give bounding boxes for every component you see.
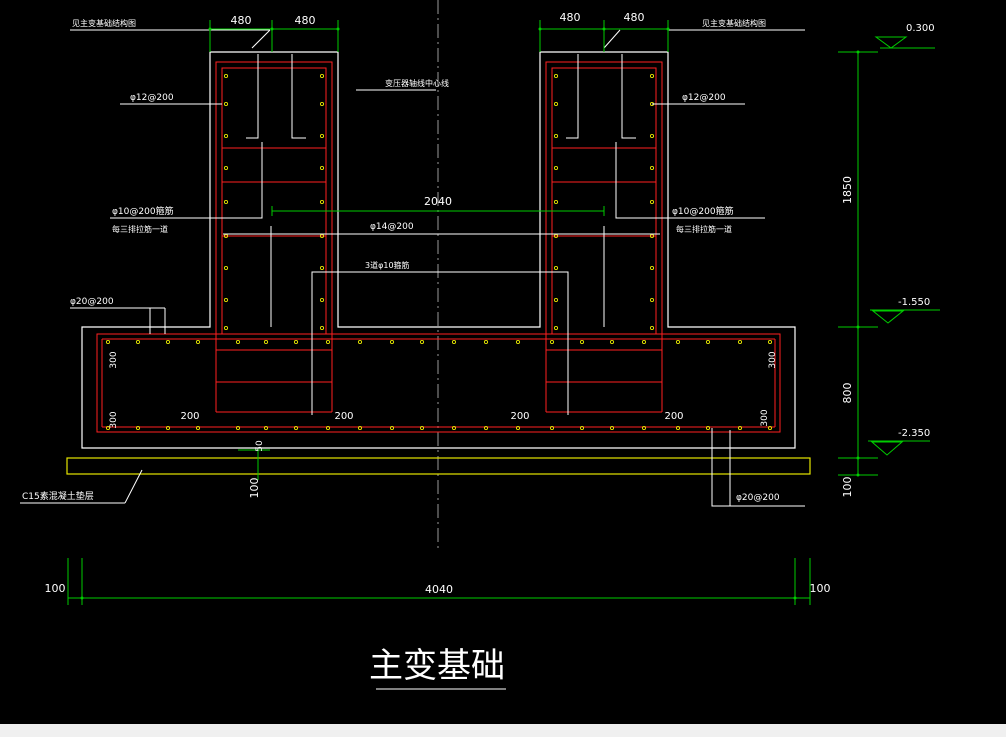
elevation-bottom: -2.350 [898, 428, 930, 439]
bedding-layer [66, 457, 811, 475]
dim-height-lower: 800 [841, 383, 854, 404]
dimension-texts: 480 480 480 480 2040 4040 100 100 1850 8… [45, 11, 855, 596]
dim-height-bed: 100 [841, 477, 854, 498]
reinforcement-red [96, 61, 781, 433]
dimension-lines [67, 20, 940, 605]
dim-top-left-1: 480 [231, 14, 252, 27]
cover-left-1: 300 [109, 351, 119, 368]
rebar-right-base: φ20@200 [736, 493, 780, 503]
dim-total: 4040 [425, 583, 453, 596]
dim-top-right-2: 480 [624, 11, 645, 24]
annotation-labels: 见主变基础结构图 见主变基础结构图 变压器轴线中心线 φ12@200 φ12@2… [22, 18, 780, 503]
dim-edge-left: 100 [45, 582, 66, 595]
dim-mid: 2040 [424, 195, 452, 208]
dim-200-a: 200 [180, 411, 199, 422]
dim-bed-thickness: 100 [248, 478, 261, 499]
rebar-dots [105, 73, 773, 431]
rebar-three: 3道φ10箍筋 [365, 260, 410, 270]
drawing-title: 主变基础 [369, 646, 505, 686]
leader-lines [20, 29, 805, 690]
elevation-texts: 0.300 -1.550 -2.350 [898, 23, 935, 439]
foundation-outline [81, 51, 796, 449]
rebar-left-base: φ20@200 [70, 297, 114, 307]
cover-right-2: 300 [760, 409, 770, 426]
cover-left-2: 300 [109, 411, 119, 428]
rebar-left-top: φ12@200 [130, 93, 174, 103]
tie-right: 每三排拉筋一道 [676, 224, 732, 234]
dim-200-c: 200 [510, 411, 529, 422]
dim-200-d: 200 [664, 411, 683, 422]
stirrup-left: φ10@200箍筋 [112, 205, 174, 217]
elevation-mid: -1.550 [898, 297, 930, 308]
dim-top-right-1: 480 [560, 11, 581, 24]
dim-pad-50: 50 [255, 440, 265, 452]
dimension-ticks [80, 27, 860, 600]
note-top-left: 见主变基础结构图 [72, 18, 136, 28]
bedding-label: C15素混凝土垫层 [22, 490, 94, 502]
dim-top-left-2: 480 [295, 14, 316, 27]
dim-height-upper: 1850 [841, 176, 854, 204]
dim-edge-right: 100 [810, 582, 831, 595]
rebar-mid: φ14@200 [370, 222, 414, 232]
rebar-right-top: φ12@200 [682, 93, 726, 103]
bottom-status-strip [0, 724, 1006, 737]
elevation-top: 0.300 [906, 23, 935, 34]
dim-200-b: 200 [334, 411, 353, 422]
tie-left: 每三排拉筋一道 [112, 224, 168, 234]
note-center-line: 变压器轴线中心线 [385, 78, 449, 88]
cover-right-1: 300 [768, 351, 778, 368]
stirrup-right: φ10@200箍筋 [672, 205, 734, 217]
note-top-right: 见主变基础结构图 [702, 18, 766, 28]
